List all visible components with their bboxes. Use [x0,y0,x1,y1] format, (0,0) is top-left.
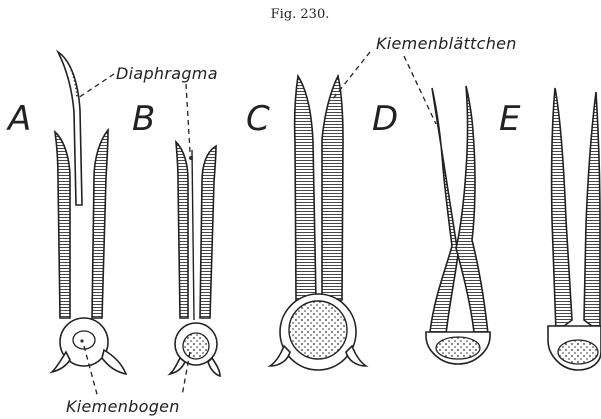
gill-filament-left-c [295,76,316,300]
leader-diaphragma-b [186,84,190,152]
gill-spine-right-c [346,346,366,366]
panel-letter-c: C [246,99,270,139]
gill-filament-left-e [552,88,572,332]
panel-b-drawing [170,142,220,376]
label-diaphragma: Diaphragma [116,64,218,83]
gill-spine-right-b [208,358,220,376]
panel-letter-d: D [372,99,398,139]
panel-letter-e: E [499,99,521,139]
gill-arch-core-e [558,340,598,364]
gill-filament-right-b [200,146,216,318]
gill-arch-core-b [183,333,209,359]
gill-arch-core-c [289,301,347,359]
gill-filament-right-e [584,92,600,332]
gill-spine-left-a [52,352,70,372]
gill-spine-right-a [102,350,126,374]
figure-title: Fig. 230. [271,7,330,22]
gill-filament-right-a [92,130,108,318]
panel-letter-a: A [6,99,31,139]
gill-filament-left-b [176,142,188,318]
panel-letter-b: B [132,99,155,139]
label-kiemenbogen: Kiemenbogen [66,397,180,416]
gill-spine-left-c [270,346,290,366]
panel-a-drawing [52,52,126,374]
gill-filament-right-d [456,86,488,334]
gill-arch-core-d [436,337,480,359]
leader-diaphragma [78,74,114,98]
panel-c-drawing [270,76,366,370]
diaphragm-septum-b [192,150,194,320]
diaphragm-dot-b [189,156,193,160]
panel-e-drawing [548,88,601,370]
panel-d-drawing [426,86,490,364]
gill-filament-right-c [322,76,343,300]
gill-spine-left-b [170,358,185,374]
gill-filament-left-a [55,132,70,318]
gill-filament-left-d [430,88,458,334]
label-kiemenblaettchen: Kiemenblättchen [376,34,517,53]
leader-kiemenblaettchen-d [404,56,436,124]
gill-arch-dot-a [80,339,83,342]
